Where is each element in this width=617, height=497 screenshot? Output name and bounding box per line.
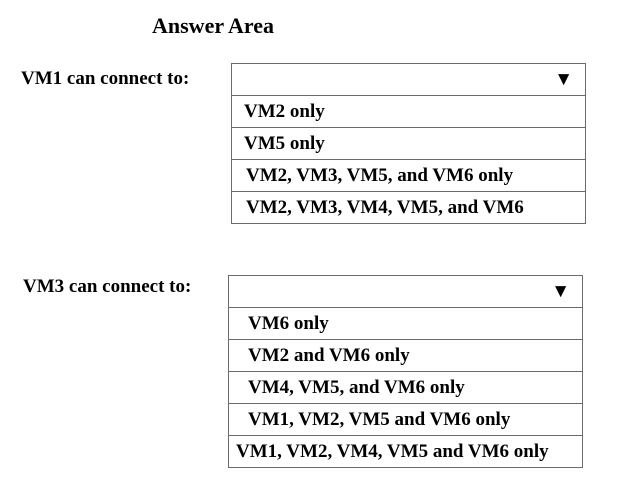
dropdown-vm1[interactable]: ▼ VM2 only VM5 only VM2, VM3, VM5, and V… [231,63,586,224]
chevron-down-icon[interactable]: ▼ [551,281,570,302]
answer-area-title: Answer Area [152,13,275,38]
dropdown-vm1-option-vm2-vm3-vm5-vm6-only[interactable]: VM2, VM3, VM5, and VM6 only [232,160,585,192]
dropdown-vm3-option-vm1-vm2-vm4-vm5-vm6-only[interactable]: VM1, VM2, VM4, VM5 and VM6 only [236,441,549,462]
dropdown-vm3-option-vm1-vm2-vm5-vm6-only[interactable]: VM1, VM2, VM5 and VM6 only [229,404,582,436]
dropdown-vm1-option-vm2-only[interactable]: VM2 only [232,96,585,128]
dropdown-vm3-option-vm2-vm6-only[interactable]: VM2 and VM6 only [229,340,582,372]
dropdown-vm1-select-box[interactable]: ▼ [232,64,585,96]
dropdown-vm1-option-vm5-only[interactable]: VM5 only [232,128,585,160]
dropdown-vm3-option-vm6-only[interactable]: VM6 only [229,308,582,340]
dropdown-vm3[interactable]: ▼ VM6 only VM2 and VM6 only VM4, VM5, an… [228,275,583,468]
dropdown-vm3-option-vm4-vm5-vm6-only[interactable]: VM4, VM5, and VM6 only [229,372,582,404]
dropdown-vm1-option-vm2-vm3-vm4-vm5-vm6[interactable]: VM2, VM3, VM4, VM5, and VM6 [246,197,524,218]
dropdown-vm3-select-box[interactable]: ▼ [229,276,582,308]
question-label-vm1: VM1 can connect to: [21,68,190,89]
question-label-vm3: VM3 can connect to: [23,276,192,297]
chevron-down-icon[interactable]: ▼ [554,69,573,90]
